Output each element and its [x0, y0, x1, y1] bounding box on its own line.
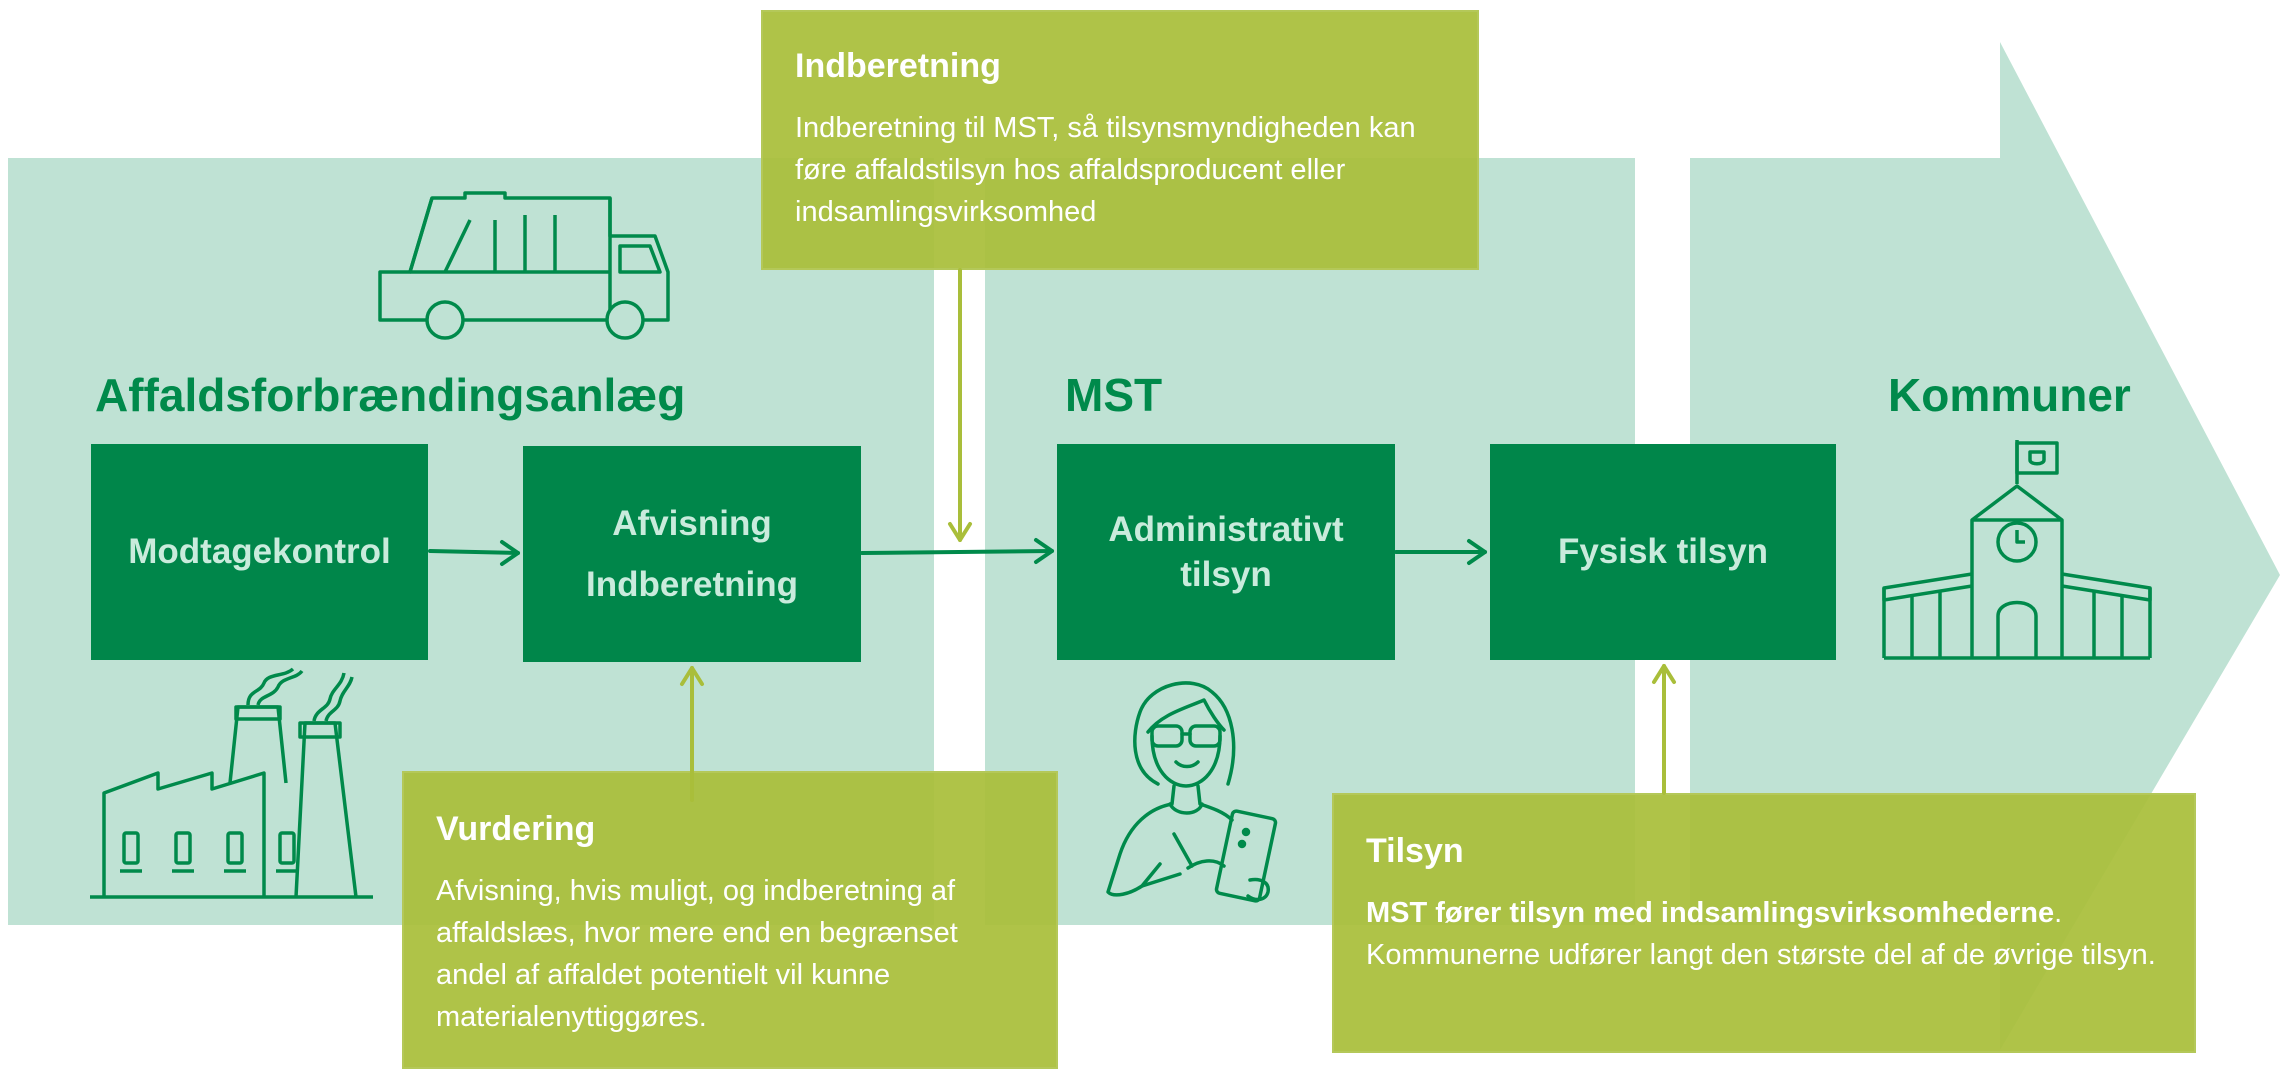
- mst-section-title: MST: [1065, 369, 1163, 421]
- administrative-supervision-box: Administrativt tilsyn: [1057, 444, 1395, 660]
- reception-control-label: Modtagekontrol: [128, 532, 391, 572]
- rejection-reporting-box: Afvisning Indberetning: [523, 446, 861, 662]
- supervision-info-title: Tilsyn: [1366, 832, 1464, 870]
- supervision-info-box: Tilsyn MST fører tilsyn med indsamlingsv…: [1332, 793, 2196, 1053]
- garbage-truck-icon: [378, 191, 670, 340]
- factory-icon: [90, 667, 373, 899]
- arrow-rejection-to-admin: [860, 549, 1054, 555]
- assessment-info-title: Vurdering: [436, 810, 596, 848]
- municipalities-section-title: Kommuner: [1888, 369, 2131, 421]
- reporting-info-text: Indberetning til MST, så tilsynsmyndighe…: [795, 111, 1416, 228]
- town-hall-icon: [1882, 440, 2152, 660]
- administrative-label: Administrativt: [1108, 509, 1344, 549]
- arrow-reception-to-rejection: [428, 549, 520, 555]
- plant-section-title: Affaldsforbrændingsanlæg: [95, 369, 686, 421]
- woman-with-tablet-icon: [1106, 681, 1278, 903]
- assessment-info-box: Vurdering Afvisning, hvis muligt, og ind…: [402, 771, 1058, 1069]
- rejection-label: Afvisning: [612, 503, 772, 543]
- reporting-label: Indberetning: [586, 565, 798, 604]
- reporting-info-title: Indberetning: [795, 47, 1001, 85]
- assessment-info-text: Afvisning, hvis muligt, og indberetning …: [436, 874, 958, 1033]
- reception-control-box: Modtagekontrol: [91, 444, 428, 660]
- supervision-info-text: MST fører tilsyn med indsamlingsvirksomh…: [1366, 892, 2162, 976]
- physical-supervision-label: Fysisk tilsyn: [1557, 532, 1769, 572]
- supervision-label: tilsyn: [1180, 555, 1272, 594]
- supervision-info-text-rest: . Kommunerne udfører langt den største d…: [1366, 896, 2156, 971]
- reporting-info-box: Indberetning Indberetning til MST, så ti…: [761, 10, 1479, 270]
- physical-supervision-box: Fysisk tilsyn: [1490, 444, 1836, 660]
- supervision-info-text-bold: MST fører tilsyn med indsamlingsvirksomh…: [1366, 896, 2055, 929]
